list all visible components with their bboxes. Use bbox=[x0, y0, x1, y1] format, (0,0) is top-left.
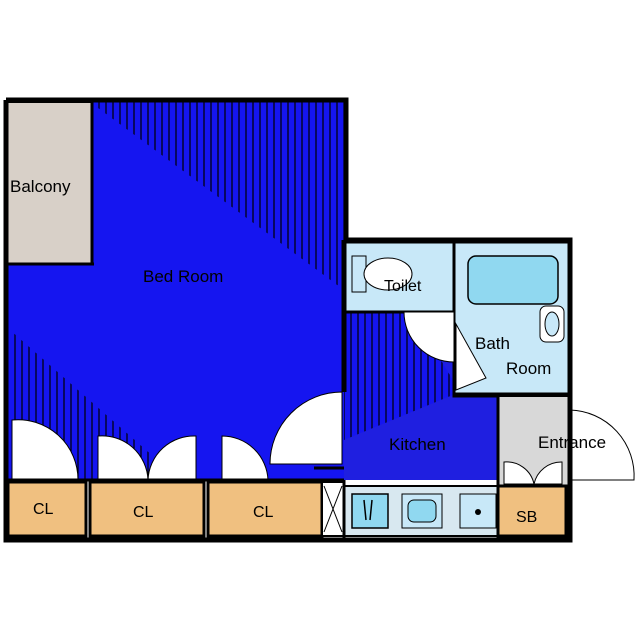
balcony-area bbox=[5, 101, 93, 265]
sink-basin-icon bbox=[407, 499, 437, 523]
closet-1-door-icon bbox=[11, 419, 79, 481]
bath-door-icon bbox=[455, 322, 487, 391]
shoe-box-label: SB bbox=[516, 509, 537, 526]
balcony-label: Balcony bbox=[10, 177, 71, 196]
shoe-box-door-right-icon bbox=[533, 461, 563, 485]
toilet-door-icon bbox=[403, 311, 455, 363]
closet-3-area bbox=[206, 480, 324, 538]
closet-1-label: CL bbox=[33, 501, 54, 518]
bath-label-line1: Bath bbox=[475, 334, 510, 353]
shoe-box-door-icon bbox=[503, 461, 535, 485]
walls bbox=[3, 97, 573, 543]
washbasin-bowl-icon bbox=[544, 311, 560, 337]
closet-1-area bbox=[6, 480, 88, 538]
entrance-door-icon bbox=[569, 409, 635, 481]
bedroom-door-icon bbox=[269, 391, 343, 465]
entrance-label: Entrance bbox=[538, 433, 606, 452]
bedroom-label: Bed Room bbox=[143, 267, 223, 286]
bedroom-hatch bbox=[90, 102, 344, 290]
closet-3-label: CL bbox=[253, 504, 274, 521]
closet-3-door-left-icon bbox=[221, 435, 269, 481]
kitchen-label: Kitchen bbox=[389, 435, 446, 454]
closet-2-label: CL bbox=[133, 504, 154, 521]
closet-2-area bbox=[88, 480, 206, 538]
closet-2-door-right-icon bbox=[147, 435, 197, 481]
toilet-label: Toilet bbox=[384, 278, 422, 295]
closet-2-door-left-icon bbox=[97, 435, 149, 481]
fridge-icon bbox=[351, 493, 389, 529]
toilet-bowl-icon bbox=[363, 257, 413, 291]
bathtub-icon bbox=[467, 255, 559, 305]
bath-label-line2: Room bbox=[506, 359, 551, 378]
